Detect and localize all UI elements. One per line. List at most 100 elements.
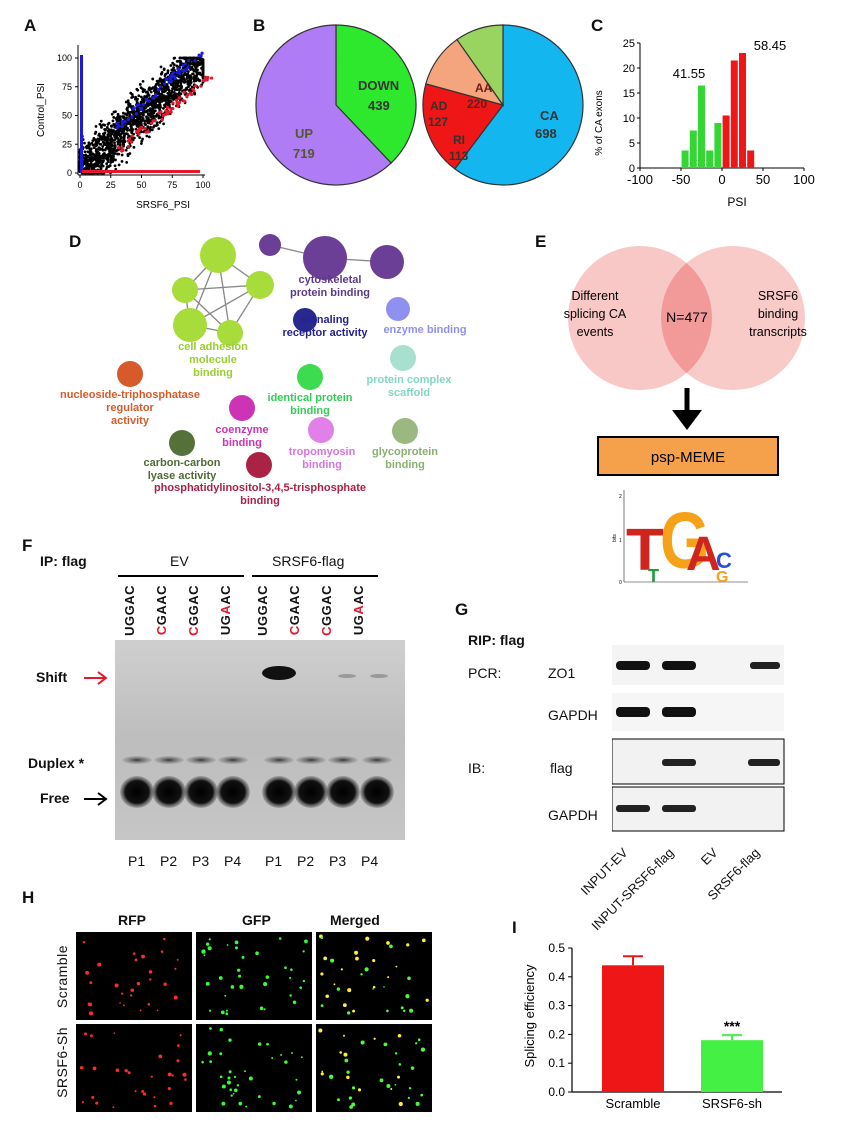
lane-label: UGGAC bbox=[122, 585, 137, 636]
panel-label-b: B bbox=[253, 16, 266, 35]
label-duplex: Duplex * bbox=[28, 755, 85, 771]
h-col-gfp: GFP bbox=[242, 912, 271, 928]
f-group-ev: EV bbox=[170, 553, 189, 569]
shift-band bbox=[262, 666, 296, 680]
bar bbox=[747, 150, 755, 168]
lane-bottom-label: P2 bbox=[297, 853, 315, 869]
svg-text:0: 0 bbox=[619, 580, 622, 586]
rip-column-label: EV bbox=[697, 845, 721, 868]
pie-value-aa: 220 bbox=[467, 97, 487, 111]
h-col-rfp: RFP bbox=[118, 912, 146, 928]
panel-label-h: H bbox=[22, 888, 35, 907]
bar-ytick: 15 bbox=[623, 88, 635, 100]
bar bbox=[681, 150, 689, 168]
pie-slice-aa bbox=[422, 83, 505, 170]
i-ytick: 0.5 bbox=[548, 941, 565, 955]
f-group-srsf6: SRSF6-flag bbox=[272, 553, 345, 569]
go-term-label: molecule bbox=[189, 354, 237, 366]
go-term-label: binding bbox=[222, 437, 262, 449]
sequence-logo: bits 0 1 2 T G A C G T bbox=[612, 490, 748, 586]
logo-letter-g: G bbox=[660, 496, 710, 585]
go-term-label: signaling bbox=[301, 314, 349, 326]
duplex-band bbox=[122, 756, 152, 764]
i-ytick: 0.3 bbox=[548, 999, 565, 1013]
go-term-label: glycoprotein bbox=[372, 446, 438, 458]
label-free: Free bbox=[40, 790, 70, 806]
pie-label-up: UP bbox=[295, 126, 313, 141]
duplex-band bbox=[328, 756, 358, 764]
panel-label-f: F bbox=[22, 536, 33, 555]
g-pcr-label: PCR: bbox=[468, 665, 502, 681]
free-band bbox=[326, 776, 360, 808]
bar-ytick: 25 bbox=[623, 38, 635, 50]
duplex-band bbox=[154, 756, 184, 764]
i-xtick: Scramble bbox=[606, 1096, 661, 1111]
annotation-right: 58.45 bbox=[754, 38, 787, 53]
scatter-xtick: 0 bbox=[77, 180, 82, 190]
go-term-label: activity bbox=[111, 415, 150, 427]
bar-ytick: 5 bbox=[629, 138, 635, 150]
bar bbox=[689, 130, 697, 168]
lane-label: UGAAC bbox=[351, 585, 366, 636]
lane-bottom-label: P1 bbox=[265, 853, 283, 869]
rip-column-label: INPUT-SRSF6-flag bbox=[588, 845, 677, 934]
rip-blots bbox=[612, 645, 785, 832]
pie-label-aa: AA bbox=[475, 81, 493, 95]
duplex-band bbox=[186, 756, 216, 764]
go-term-label: binding bbox=[240, 495, 280, 507]
i-ylabel: Splicing efficiency bbox=[522, 964, 537, 1068]
g-title: RIP: flag bbox=[468, 632, 525, 648]
bar-xlabel: PSI bbox=[727, 195, 746, 209]
free-band bbox=[216, 776, 250, 808]
scatter-xtick: 50 bbox=[136, 180, 146, 190]
scatter-xlabel: SRSF6_PSI bbox=[136, 200, 190, 211]
scatter-xtick: 100 bbox=[195, 180, 210, 190]
significance-label: *** bbox=[724, 1018, 741, 1034]
bar-ytick: 20 bbox=[623, 63, 635, 75]
venn-left-line3: events bbox=[577, 325, 614, 339]
micrograph bbox=[316, 1024, 432, 1112]
go-term-label: receptor activity bbox=[283, 327, 369, 339]
lane-label: UGGAC bbox=[255, 585, 270, 636]
g-row-gapdh1: GAPDH bbox=[548, 707, 598, 723]
faint-shift-band-3 bbox=[338, 674, 356, 678]
go-term-label: phosphatidylinositol-3,4,5-trisphosphate bbox=[154, 482, 366, 494]
efficiency-bar bbox=[602, 965, 664, 1092]
scatter-ylabel: Control_PSI bbox=[36, 83, 47, 137]
pie-slice-up bbox=[255, 24, 392, 186]
pie-value-down: 439 bbox=[368, 98, 390, 113]
scatter-xtick: 75 bbox=[167, 180, 177, 190]
g-row-zo1: ZO1 bbox=[548, 665, 576, 681]
go-term-label: binding bbox=[193, 367, 233, 379]
venn-right-line2: binding bbox=[758, 307, 798, 321]
bar-ytick: 10 bbox=[623, 113, 635, 125]
bar bbox=[722, 115, 730, 168]
scatter-ytick: 50 bbox=[62, 111, 72, 121]
svg-text:bits: bits bbox=[612, 534, 618, 542]
label-shift: Shift bbox=[36, 669, 68, 685]
go-term-label: coenzyme bbox=[215, 424, 268, 436]
bar bbox=[739, 53, 746, 168]
pie-label-ri: RI bbox=[453, 133, 465, 147]
h-row-scramble: Scramble bbox=[54, 945, 70, 1009]
go-term-label: identical protein bbox=[268, 392, 353, 404]
panel-label-e: E bbox=[535, 232, 547, 251]
micrograph bbox=[316, 932, 432, 1020]
pie-slice-ca bbox=[454, 24, 584, 186]
venn-right-line1: SRSF6 bbox=[758, 289, 798, 303]
logo-letter-a: A bbox=[686, 528, 721, 581]
lane-label: CGAAC bbox=[287, 585, 302, 636]
g-row-gapdh2: GAPDH bbox=[548, 807, 598, 823]
pie-value-up: 719 bbox=[293, 146, 315, 161]
faint-shift-band-4 bbox=[370, 674, 388, 678]
h-col-merged: Merged bbox=[330, 912, 380, 928]
efficiency-bar bbox=[701, 1040, 763, 1092]
f-group-line-srsf6 bbox=[252, 575, 378, 577]
bar-xtick: 50 bbox=[756, 172, 770, 187]
pie-label-ca: CA bbox=[540, 108, 559, 123]
emsa-bands bbox=[120, 666, 394, 808]
logo-letter-t: T bbox=[626, 516, 664, 582]
